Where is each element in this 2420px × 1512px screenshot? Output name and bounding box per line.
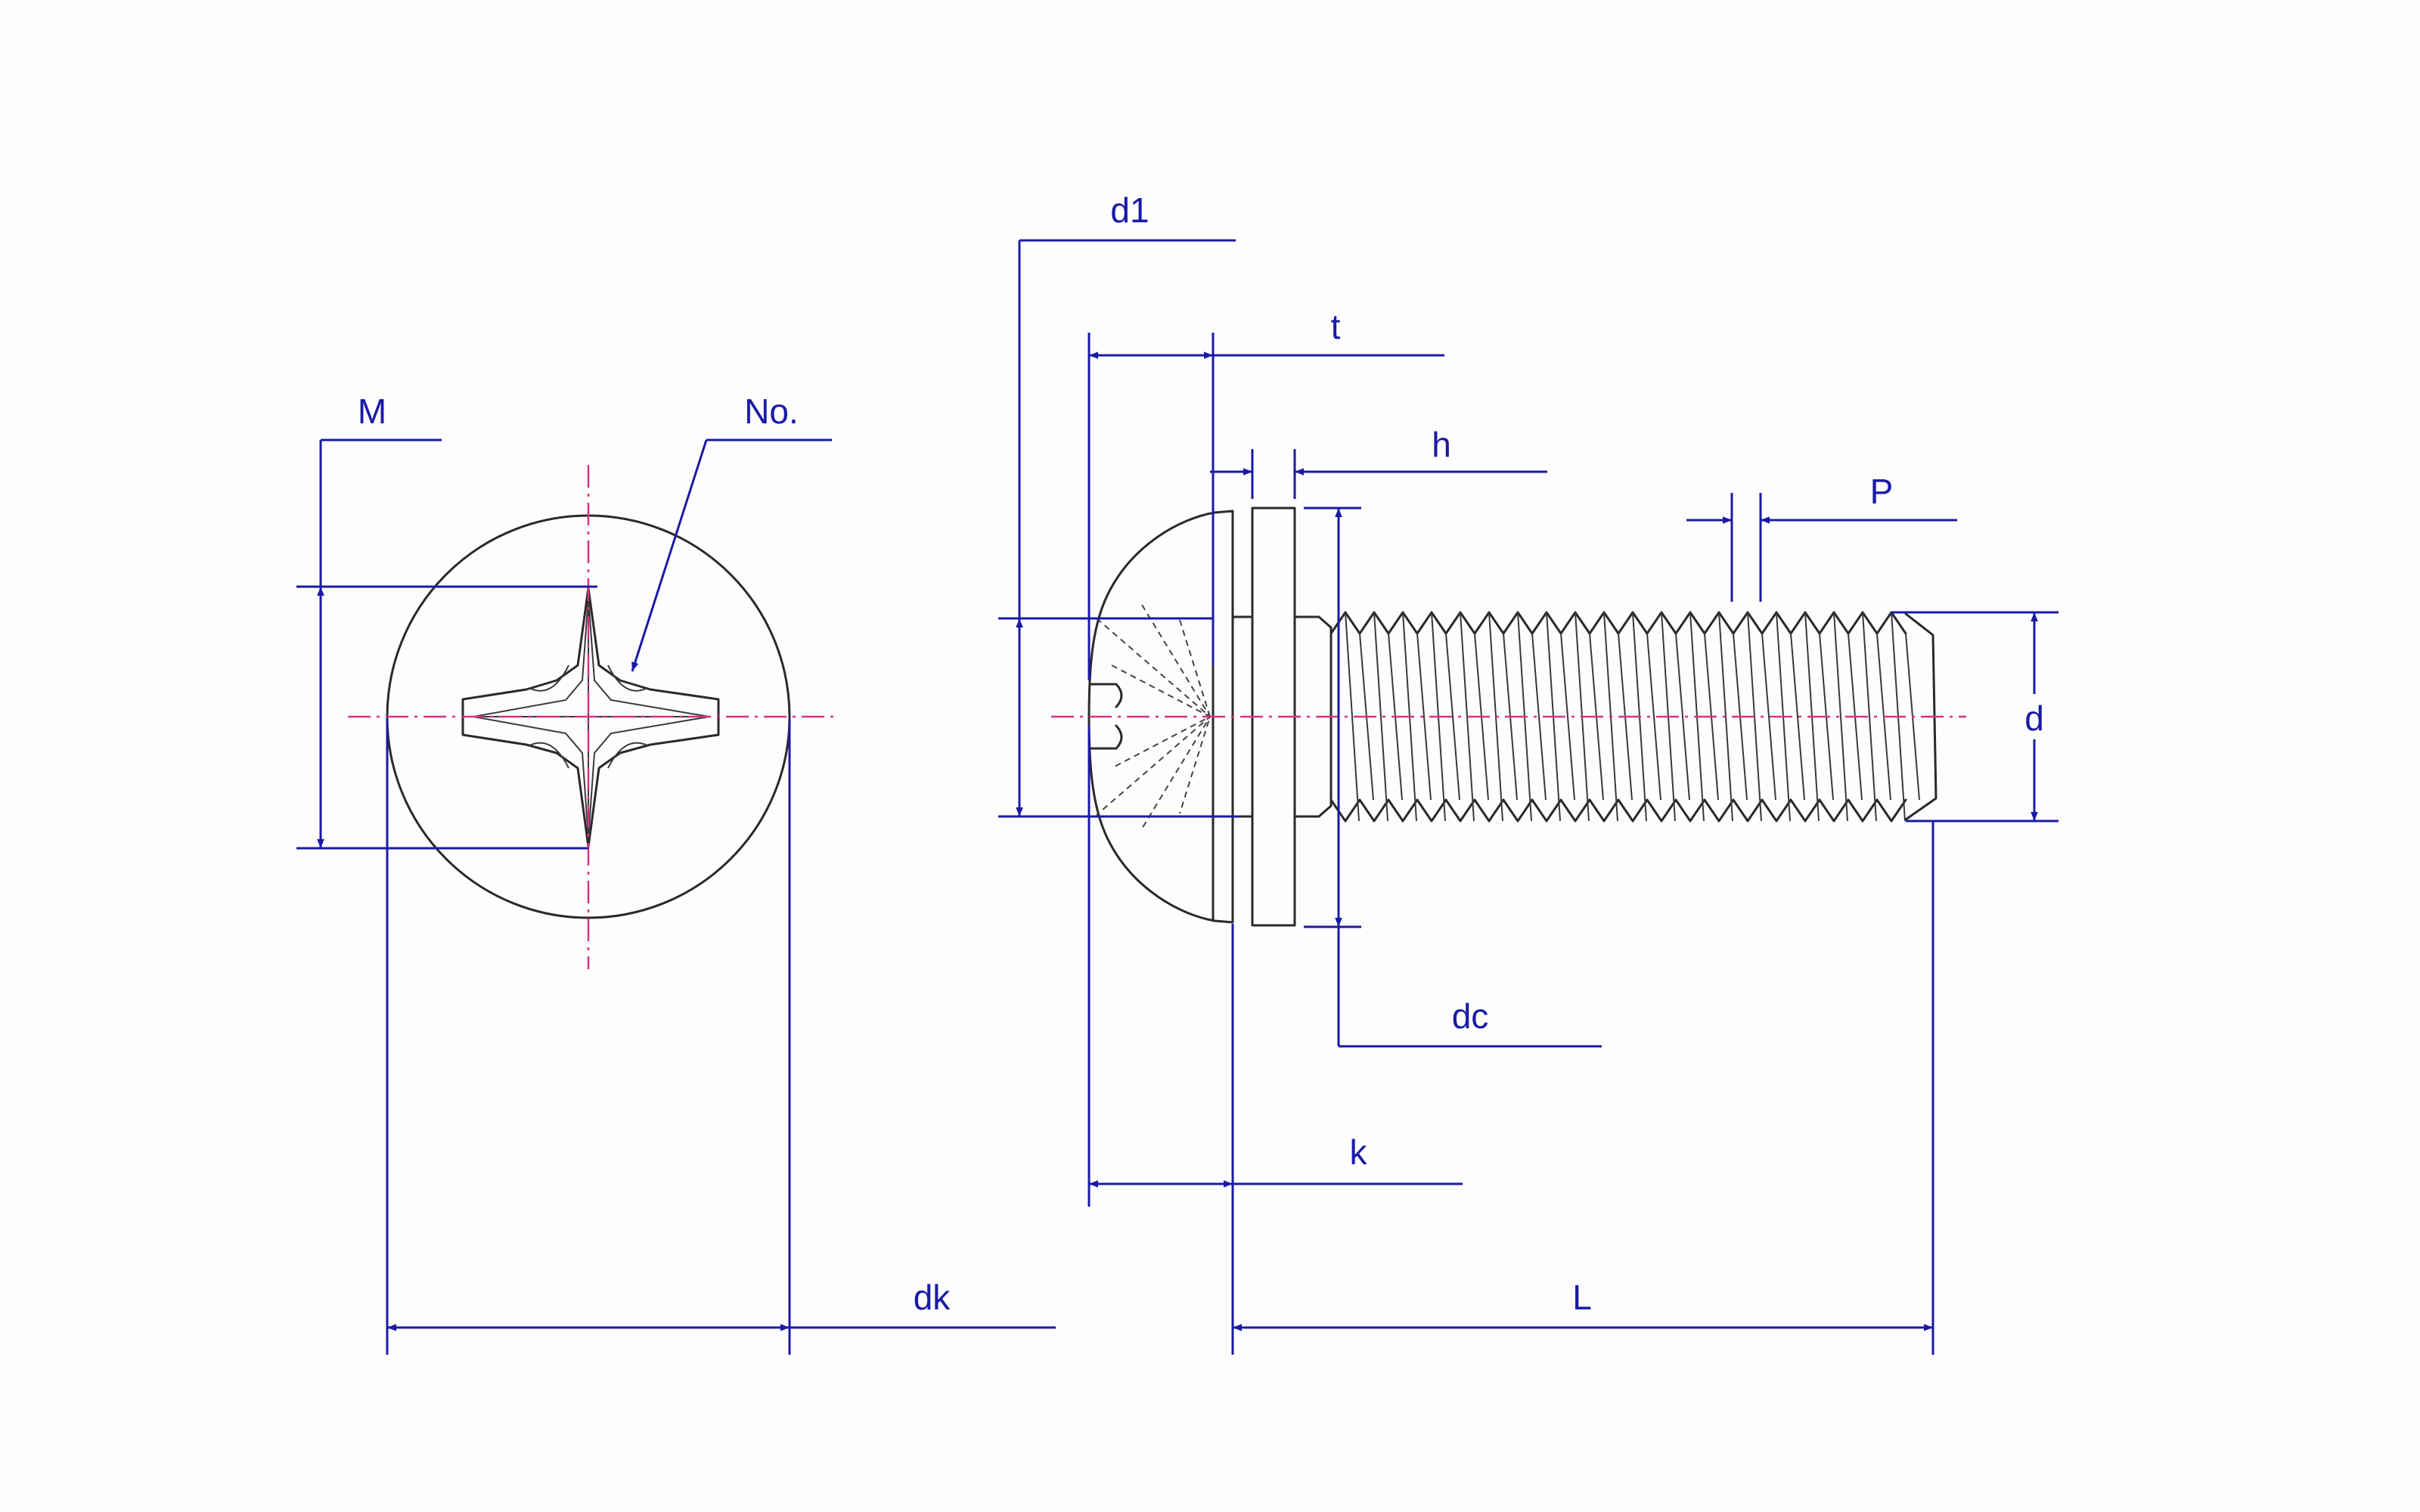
label-dk: dk: [914, 1278, 951, 1317]
dim-dc: dc: [1304, 507, 1602, 1048]
label-dc: dc: [1452, 996, 1489, 1036]
thread-top-profile: [1329, 611, 1907, 635]
thread-bottom-profile: [1329, 798, 1907, 823]
thread-root-line: [1416, 633, 1432, 801]
dim-d: d: [1891, 611, 2059, 823]
label-k: k: [1350, 1132, 1368, 1172]
front-view: [348, 465, 833, 969]
dim-h: h: [1210, 425, 1547, 499]
recess-hidden-lines: [1096, 604, 1212, 829]
thread-crest-line: [1833, 612, 1848, 822]
label-t: t: [1331, 307, 1341, 346]
label-d1: d1: [1110, 191, 1149, 230]
thread-crest-line: [1345, 612, 1360, 822]
dim-k: k: [1087, 726, 1463, 1355]
dim-t: t: [1087, 307, 1444, 680]
thread-root-line: [1531, 633, 1547, 801]
thread-root-line: [1646, 633, 1661, 801]
label-h: h: [1432, 425, 1451, 464]
label-P: P: [1870, 472, 1894, 511]
dim-M: M: [296, 392, 597, 850]
thread-root-line: [1790, 633, 1805, 801]
label-M: M: [358, 392, 386, 431]
thread-root-line: [1445, 633, 1460, 801]
dim-No: No.: [631, 392, 832, 672]
thread-crest-line: [1373, 612, 1388, 822]
label-d: d: [2024, 699, 2044, 738]
thread-crest-line: [1862, 612, 1877, 822]
label-L: L: [1572, 1278, 1592, 1317]
dim-dk: dk: [386, 718, 1056, 1355]
thread-root-line: [1675, 633, 1690, 801]
shank-neck: [1231, 615, 1333, 818]
dim-d1: d1: [998, 191, 1240, 818]
phillips-wing-curves: [473, 597, 709, 838]
label-No: No.: [744, 392, 799, 431]
dim-L: L: [1233, 821, 1934, 1355]
side-view: [1051, 507, 1966, 927]
thread-root-line: [1761, 633, 1776, 801]
dim-P: P: [1686, 472, 1957, 602]
thread-root-line: [1560, 633, 1575, 801]
head-slot: [1088, 683, 1123, 750]
